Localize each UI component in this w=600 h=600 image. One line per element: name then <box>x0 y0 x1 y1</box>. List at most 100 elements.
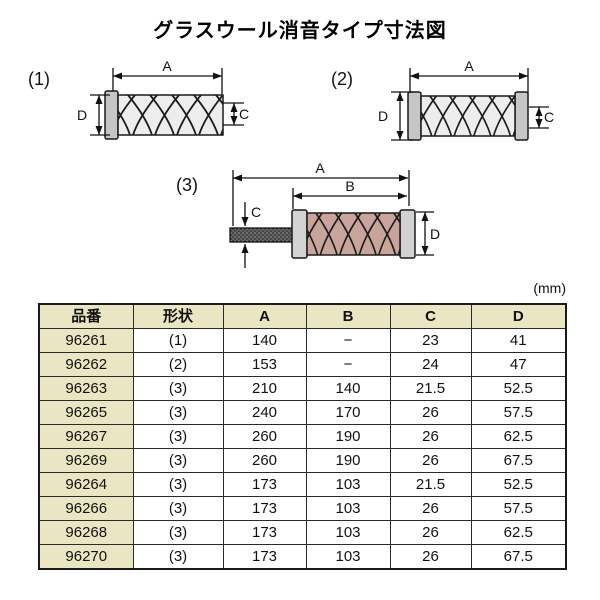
value-cell: (3) <box>132 376 224 401</box>
value-cell: (3) <box>132 496 224 521</box>
dim-label-a: A <box>315 160 325 176</box>
part-number-cell: 96270 <box>38 544 134 570</box>
part-number-cell: 96262 <box>38 352 134 377</box>
dimension-c: C <box>241 202 261 268</box>
value-cell: 24 <box>389 352 472 377</box>
value-cell: (1) <box>132 328 224 353</box>
dimension-c: C <box>529 106 554 129</box>
dim-label-a: A <box>464 58 474 74</box>
value-cell: 21.5 <box>389 472 472 497</box>
dim-label-d: D <box>430 226 440 242</box>
column-header-a: A <box>222 303 307 329</box>
value-cell: 47 <box>470 352 567 377</box>
dimension-d: D <box>378 91 413 141</box>
diagram-3: (3) A B C D <box>176 160 440 268</box>
dim-label-d: D <box>77 107 87 123</box>
dim-label-d: D <box>378 108 388 124</box>
end-cap <box>104 90 119 140</box>
value-cell: 140 <box>305 376 391 401</box>
part-number-cell: 96264 <box>38 472 134 497</box>
dimension-a: A <box>232 160 410 226</box>
value-cell: 103 <box>305 544 391 570</box>
threaded-stem <box>229 227 295 243</box>
value-cell: 170 <box>305 400 391 425</box>
value-cell: 103 <box>305 496 391 521</box>
value-cell: − <box>305 352 391 377</box>
dim-label-c: C <box>239 106 249 122</box>
dimension-c: C <box>223 102 249 126</box>
value-cell: 140 <box>222 328 307 353</box>
value-cell: 103 <box>305 520 391 545</box>
dim-label-c: C <box>544 109 554 125</box>
dim-label-a: A <box>162 58 172 74</box>
dimension-d: D <box>416 211 440 256</box>
diagram-2-label: (2) <box>331 69 353 89</box>
value-cell: 240 <box>222 400 307 425</box>
end-cap-left <box>291 209 308 259</box>
page-title: グラスウール消音タイプ寸法図 <box>153 20 447 42</box>
part-number-cell: 96265 <box>38 400 134 425</box>
diagram-3-label: (3) <box>176 175 198 195</box>
part-number-cell: 96267 <box>38 424 134 449</box>
value-cell: 21.5 <box>389 376 472 401</box>
value-cell: 57.5 <box>470 496 567 521</box>
value-cell: 52.5 <box>470 472 567 497</box>
value-cell: 173 <box>222 520 307 545</box>
value-cell: (2) <box>132 352 224 377</box>
column-header-c: C <box>389 303 472 329</box>
part-number-cell: 96269 <box>38 448 134 473</box>
value-cell: 52.5 <box>470 376 567 401</box>
unit-note: (mm) <box>533 280 566 296</box>
diagram-1-label: (1) <box>28 69 50 89</box>
value-cell: 26 <box>389 544 472 570</box>
value-cell: 103 <box>305 472 391 497</box>
part-number-cell: 96263 <box>38 376 134 401</box>
value-cell: 62.5 <box>470 520 567 545</box>
dim-label-c: C <box>251 204 261 220</box>
column-header-hinban: 品番 <box>38 303 134 329</box>
value-cell: 67.5 <box>470 544 567 570</box>
part-number-cell: 96266 <box>38 496 134 521</box>
value-cell: 190 <box>305 448 391 473</box>
value-cell: (3) <box>132 472 224 497</box>
column-header-d: D <box>470 303 567 329</box>
value-cell: 173 <box>222 496 307 521</box>
dimension-b: B <box>292 178 407 209</box>
value-cell: (3) <box>132 448 224 473</box>
value-cell: 67.5 <box>470 448 567 473</box>
part-number-cell: 96261 <box>38 328 134 353</box>
value-cell: 57.5 <box>470 400 567 425</box>
diagram-2: (2) A D C <box>331 58 554 141</box>
value-cell: 23 <box>389 328 472 353</box>
part-number-cell: 96268 <box>38 520 134 545</box>
diagram-1: (1) A D C <box>28 58 249 140</box>
dimension-a: A <box>409 58 529 95</box>
value-cell: 26 <box>389 400 472 425</box>
value-cell: 26 <box>389 448 472 473</box>
value-cell: (3) <box>132 400 224 425</box>
value-cell: 153 <box>222 352 307 377</box>
dimension-d: D <box>77 94 110 136</box>
value-cell: 26 <box>389 424 472 449</box>
value-cell: 260 <box>222 448 307 473</box>
end-cap-right <box>514 91 529 141</box>
value-cell: 62.5 <box>470 424 567 449</box>
value-cell: 260 <box>222 424 307 449</box>
end-cap-right <box>399 209 416 259</box>
dimension-a: A <box>112 58 223 94</box>
value-cell: 26 <box>389 520 472 545</box>
column-header-b: B <box>305 303 391 329</box>
